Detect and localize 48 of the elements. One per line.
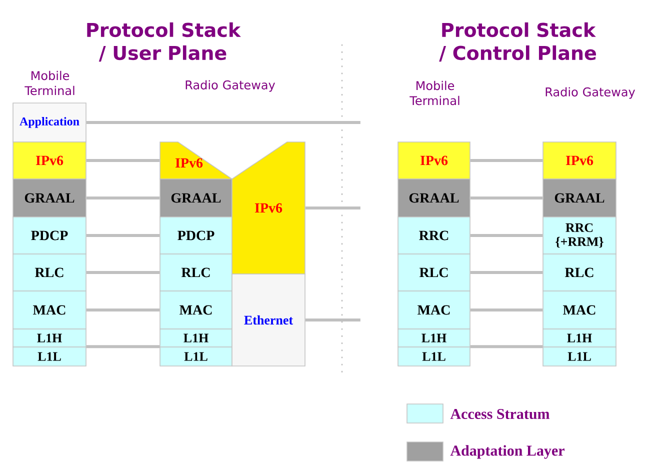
connector-line bbox=[305, 318, 360, 322]
connector-line bbox=[470, 196, 543, 200]
connector-line bbox=[470, 345, 543, 348]
layer-box: L1L bbox=[542, 346, 616, 366]
layer-box: RLC bbox=[542, 254, 616, 292]
connector-line bbox=[305, 206, 360, 210]
layer-box: GRAAL bbox=[12, 178, 86, 218]
column-label: Radio Gateway bbox=[546, 87, 636, 99]
connector-line bbox=[470, 271, 543, 274]
layer-box: L1H bbox=[12, 328, 86, 348]
column-label: Mobile Terminal bbox=[410, 80, 460, 106]
connector-line bbox=[86, 271, 160, 274]
layer-box: IPv6 bbox=[12, 142, 86, 180]
layer-box: GRAAL bbox=[398, 178, 470, 218]
layer-box: L1H bbox=[398, 328, 470, 348]
connector-line bbox=[86, 345, 160, 348]
heading: Protocol Stack / Control Plane bbox=[439, 22, 596, 62]
heading: Protocol Stack / User Plane bbox=[87, 22, 241, 62]
layer-box: L1L bbox=[160, 346, 232, 366]
layer-box: RLC bbox=[398, 254, 470, 292]
layer-box: RLC bbox=[12, 254, 86, 292]
layer-box: IPv6 bbox=[542, 142, 616, 180]
layer-box: IPv6 bbox=[160, 142, 234, 180]
connector-line bbox=[470, 234, 543, 237]
layer-box: RLC bbox=[160, 254, 232, 292]
connector-line bbox=[470, 159, 543, 162]
layer-box: IPv6 bbox=[398, 142, 470, 180]
connector-line bbox=[86, 196, 160, 200]
layer-box: PDCP bbox=[12, 216, 86, 254]
connector-line bbox=[86, 159, 160, 162]
layer-box: GRAAL bbox=[160, 178, 232, 218]
layer-box: RRC {+RRM} bbox=[542, 216, 616, 254]
layer-box: Application bbox=[12, 102, 86, 142]
layer-box: L1L bbox=[398, 346, 470, 366]
layer-box: Ethernet bbox=[232, 274, 306, 366]
layer-box: GRAAL bbox=[542, 178, 616, 218]
layer-box: L1H bbox=[542, 328, 616, 348]
connector-line bbox=[86, 121, 360, 124]
connector-line bbox=[86, 234, 160, 237]
layer-box: PDCP bbox=[160, 216, 232, 254]
legend-label: Adaptation Layer bbox=[450, 445, 564, 459]
layer-box: RRC bbox=[398, 216, 470, 254]
layer-box: L1L bbox=[12, 346, 86, 366]
legend-label: Access Stratum bbox=[450, 408, 550, 420]
column-label: Radio Gateway bbox=[186, 80, 276, 92]
layer-box: L1H bbox=[160, 328, 232, 348]
connector-line bbox=[86, 308, 160, 312]
connector-line bbox=[470, 308, 543, 312]
